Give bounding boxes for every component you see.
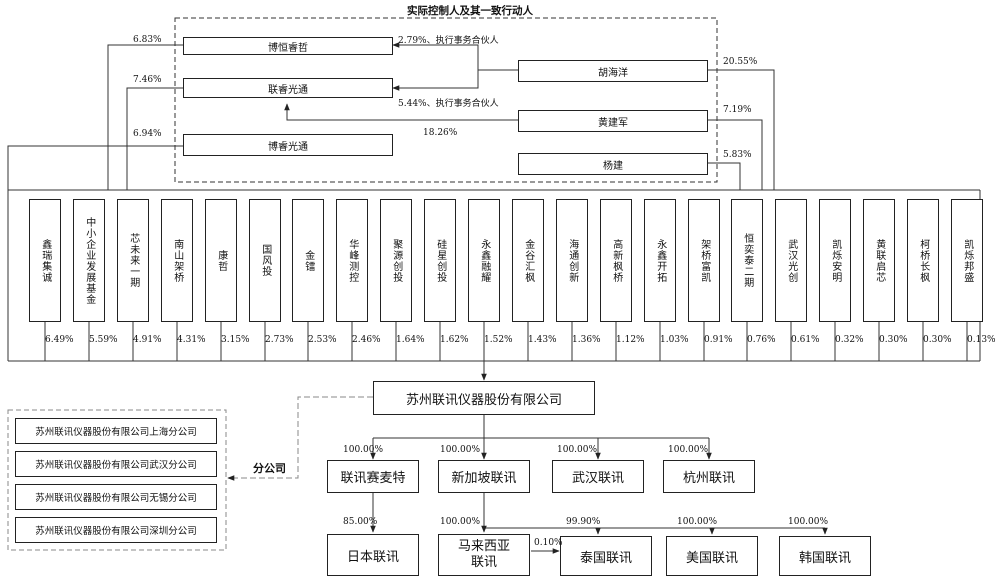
pct-huang-to-lianrong: 18.26% [423,128,458,138]
shareholder-box: 南山架桥 [161,199,193,322]
sub-singapore: 新加坡联讯 [438,460,530,493]
sub-japan: 日本联讯 [327,534,419,576]
shareholder-pct: 1.52% [484,335,513,345]
shareholder-pct: 4.91% [133,335,162,345]
controller-huang: 黄建军 [518,110,708,132]
shareholder-box: 黄联启芯 [863,199,895,322]
shareholder-pct: 1.43% [528,335,557,345]
controllers-title: 实际控制人及其一致行动人 [407,5,533,17]
sub-hangzhou: 杭州联讯 [663,460,755,493]
shareholder-box: 硅星创投 [424,199,456,322]
shareholder-box: 国风投 [249,199,281,322]
shareholder-pct: 0.61% [791,335,820,345]
branch-shanghai: 苏州联讯仪器股份有限公司上海分公司 [15,418,217,444]
shareholder-pct: 1.36% [572,335,601,345]
shareholder-box: 柯桥长枫 [907,199,939,322]
shareholder-box: 鑫瑞集诚 [29,199,61,322]
pct-usa: 100.00% [677,517,718,527]
controller-borong: 博睿光通 [183,134,393,156]
shareholder-pct: 6.49% [45,335,74,345]
sub-malaysia: 马来西亚 联讯 [438,534,530,576]
shareholder-box: 康哲 [205,199,237,322]
shareholder-box: 华峰测控 [336,199,368,322]
company-box: 苏州联讯仪器股份有限公司 [373,381,595,415]
pct-singapore: 100.00% [440,445,481,455]
shareholder-pct: 2.73% [265,335,294,345]
shareholder-box: 芯未来一期 [117,199,149,322]
shareholder-pct: 2.46% [352,335,381,345]
shareholder-box: 聚源创投 [380,199,412,322]
sub-wuhan: 武汉联讯 [552,460,644,493]
branch-wuxi: 苏州联讯仪器股份有限公司无锡分公司 [15,484,217,510]
shareholder-box: 金镭 [292,199,324,322]
pct-yang-up: 5.83% [723,150,752,160]
sub-thailand: 泰国联讯 [560,536,652,576]
pct-malaysia: 100.00% [440,517,481,527]
pct-lianrong-up: 7.46% [133,75,162,85]
shareholder-box: 架桥富凯 [688,199,720,322]
shareholder-box: 武汉光创 [775,199,807,322]
pct-saimaite: 100.00% [343,445,384,455]
branch-label: 分公司 [253,462,286,475]
shareholder-pct: 0.32% [835,335,864,345]
shareholder-pct: 0.30% [923,335,952,345]
pct-thailand: 99.90% [566,517,601,527]
shareholder-pct: 5.59% [89,335,118,345]
pct-hu-to-lianrong: 5.44%、执行事务合伙人 [398,99,499,109]
sub-korea: 韩国联讯 [779,536,871,576]
branch-shenzhen: 苏州联讯仪器股份有限公司深圳分公司 [15,517,217,543]
pct-huang-up: 7.19% [723,105,752,115]
shareholder-pct: 1.62% [440,335,469,345]
pct-wuhan: 100.00% [557,445,598,455]
shareholder-box: 金谷汇枫 [512,199,544,322]
pct-korea: 100.00% [788,517,829,527]
pct-boheng-up: 6.83% [133,35,162,45]
shareholder-box: 永鑫融耀 [468,199,500,322]
shareholder-box: 永鑫开拓 [644,199,676,322]
pct-hu-to-boheng: 2.79%、执行事务合伙人 [398,36,499,46]
shareholder-box: 凯烁安明 [819,199,851,322]
pct-hangzhou: 100.00% [668,445,709,455]
shareholder-pct: 0.91% [704,335,733,345]
pct-malaysia-to-thailand: 0.10% [534,538,563,548]
shareholder-pct: 2.53% [308,335,337,345]
branch-wuhan: 苏州联讯仪器股份有限公司武汉分公司 [15,451,217,477]
shareholder-box: 恒奕泰二期 [731,199,763,322]
shareholder-box: 中小企业发展基金 [73,199,105,322]
shareholder-pct: 0.76% [747,335,776,345]
shareholder-pct: 3.15% [221,335,250,345]
pct-hu-up: 20.55% [723,57,758,67]
controller-boheng: 博恒睿哲 [183,37,393,55]
shareholder-pct: 0.30% [879,335,908,345]
controller-lianrong: 联睿光通 [183,78,393,98]
shareholder-pct: 1.03% [660,335,689,345]
shareholder-box: 海通创新 [556,199,588,322]
sub-usa: 美国联讯 [666,536,758,576]
shareholder-box: 凯烁邦盛 [951,199,983,322]
shareholder-pct: 1.64% [396,335,425,345]
shareholder-box: 高新枫桥 [600,199,632,322]
pct-japan: 85.00% [343,517,378,527]
controller-hu: 胡海洋 [518,60,708,82]
sub-saimaite: 联讯赛麦特 [327,460,419,493]
controller-yang: 杨建 [518,153,708,175]
shareholder-pct: 0.13% [967,335,996,345]
pct-borong-up: 6.94% [133,129,162,139]
shareholder-pct: 4.31% [177,335,206,345]
shareholder-pct: 1.12% [616,335,645,345]
